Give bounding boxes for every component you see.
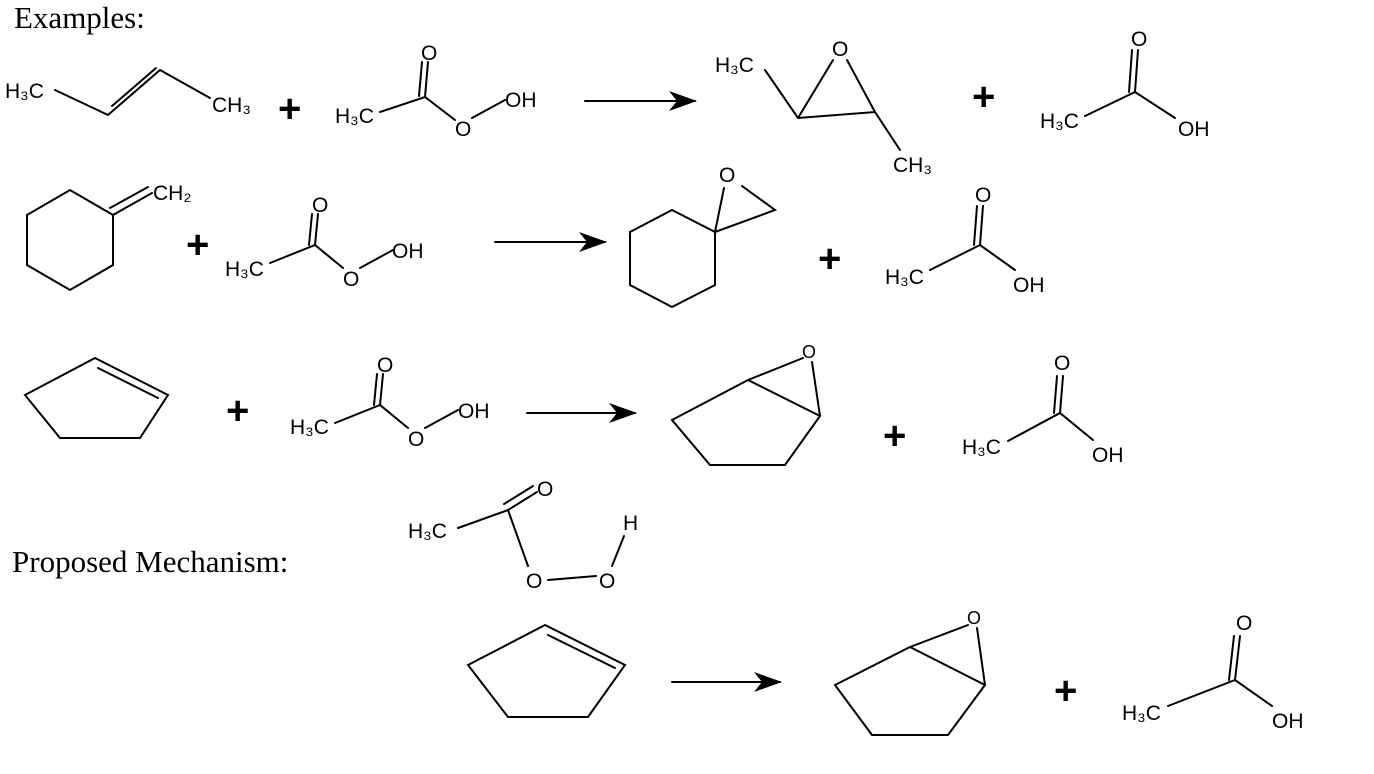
- acetic-acid: H₃C O OH: [962, 352, 1124, 467]
- peracetic-acid-mechanism: H₃C O O O H: [408, 478, 638, 593]
- dimethyl-epoxide: H₃C O CH₃: [715, 38, 932, 177]
- o-label: O: [1236, 612, 1252, 635]
- plus-sign: +: [972, 75, 995, 119]
- h3c-label: H₃C: [335, 105, 374, 128]
- h3c-label: H₃C: [290, 416, 329, 439]
- spiro-epoxide: O: [629, 164, 778, 309]
- h3c-label: H₃C: [715, 54, 754, 77]
- h-label: H: [623, 512, 638, 535]
- oh-label: OH: [458, 400, 490, 423]
- plus-sign: +: [1054, 669, 1077, 713]
- o-label: O: [312, 194, 328, 217]
- oh-label: OH: [505, 89, 537, 112]
- o-label: O: [377, 354, 393, 377]
- mechanism-heading: Proposed Mechanism:: [12, 544, 288, 579]
- h3c-label: H₃C: [408, 520, 447, 543]
- o-label: O: [1054, 352, 1070, 375]
- o-label: O: [408, 428, 424, 451]
- h3c-label: H₃C: [1040, 110, 1079, 133]
- o-label: O: [967, 608, 981, 628]
- oh-label: OH: [1178, 118, 1210, 141]
- o-label: O: [1131, 28, 1147, 51]
- o-label: O: [802, 342, 816, 362]
- h3c-label: H₃C: [962, 436, 1001, 459]
- ch2-label: CH₂: [153, 182, 191, 205]
- o-label: O: [537, 478, 553, 501]
- ch3-label: CH₃: [893, 154, 932, 177]
- h3c-label: H₃C: [225, 258, 264, 281]
- cyclopentene-oxide-mechanism: O: [833, 608, 987, 736]
- o-label: O: [832, 38, 848, 61]
- o-label: O: [526, 570, 542, 593]
- o-label: O: [719, 164, 735, 187]
- oh-label: OH: [1092, 444, 1124, 467]
- plus-sign: +: [883, 414, 906, 458]
- plus-sign: +: [226, 389, 249, 433]
- o-label: O: [455, 118, 471, 141]
- peracetic-acid: H₃C O O OH: [335, 42, 537, 141]
- oh-label: OH: [1272, 710, 1304, 733]
- o-label: O: [421, 42, 437, 65]
- acetic-acid: H₃C O OH: [1040, 28, 1210, 141]
- cyclopentene-mechanism: [466, 623, 627, 718]
- oh-label: OH: [392, 240, 424, 263]
- ch3-label: CH₃: [212, 94, 251, 117]
- cyclopentene: [23, 356, 170, 439]
- oh-label: OH: [1013, 274, 1045, 297]
- o-label: O: [975, 184, 991, 207]
- h3c-label: H₃C: [1122, 702, 1161, 725]
- acetic-acid-mechanism: H₃C O OH: [1122, 612, 1304, 733]
- acetic-acid: H₃C O OH: [885, 184, 1045, 297]
- examples-heading: Examples:: [14, 0, 145, 35]
- plus-sign: +: [186, 223, 209, 267]
- h3c-label: H₃C: [5, 80, 44, 103]
- cyclopentene-oxide: O: [670, 342, 822, 466]
- peracetic-acid: H₃C O O OH: [290, 354, 490, 451]
- o-label: O: [599, 570, 615, 593]
- methylenecyclohexane: CH₂: [26, 182, 191, 292]
- trans-2-butene: H₃C CH₃: [5, 67, 251, 117]
- plus-sign: +: [278, 87, 301, 131]
- h3c-label: H₃C: [885, 266, 924, 289]
- o-label: O: [343, 268, 359, 291]
- plus-sign: +: [818, 237, 841, 281]
- peracetic-acid: H₃C O O OH: [225, 194, 424, 291]
